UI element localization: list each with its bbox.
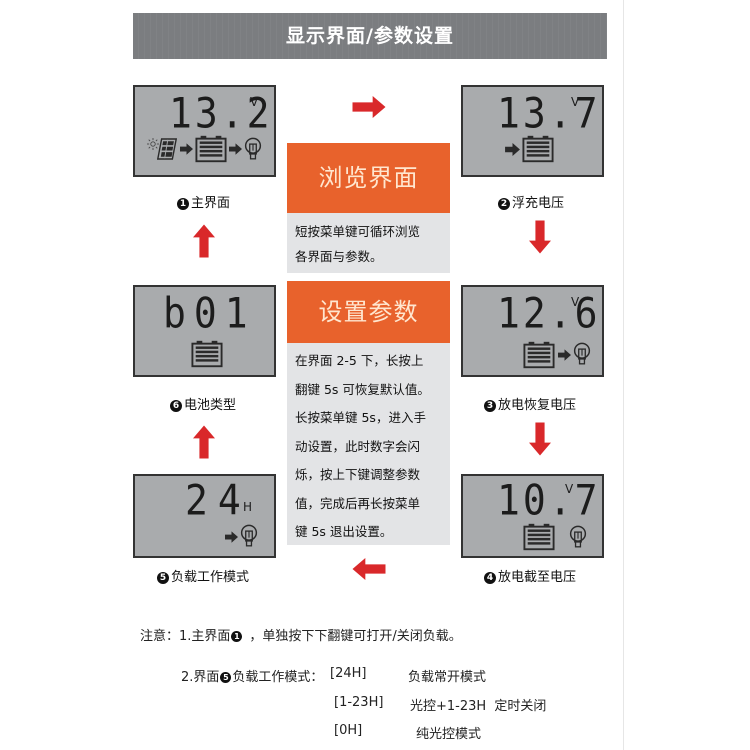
- mode-description: 纯光控模式: [416, 727, 482, 742]
- arrow-right-icon: [558, 349, 571, 361]
- settings-line: 键 5s 退出设置。: [295, 524, 393, 539]
- flow-arrow-up-icon: [193, 425, 215, 459]
- bulb-icon: [573, 342, 591, 366]
- step-number-badge: 1: [231, 631, 243, 642]
- voltage-value: 12.6: [497, 288, 601, 338]
- hours-value: 24: [185, 475, 251, 525]
- unit-label: V: [565, 482, 574, 496]
- bulb-icon: [240, 524, 258, 548]
- flow-arrow-left-icon: [352, 558, 386, 580]
- mode-code: [24H]: [330, 666, 367, 681]
- page-title: 显示界面/参数设置: [133, 13, 607, 59]
- note-text: 注意：1.主界面: [140, 629, 231, 644]
- note-text: 2.界面: [181, 670, 220, 685]
- battery-icon: [522, 134, 554, 164]
- bulb-icon: [569, 525, 587, 549]
- unit-label: V: [571, 95, 580, 109]
- arrow-right-icon: [505, 143, 520, 156]
- note-text: 负载工作模式：: [232, 670, 324, 685]
- lcd-screen-float-voltage: 13.7 V: [461, 85, 604, 177]
- mode-description: 光控+1-23H 定时关闭: [410, 699, 547, 714]
- mode-code: [1-23H]: [334, 695, 384, 710]
- flow-arrow-up-icon: [193, 224, 215, 258]
- lcd-screen-load-mode: 24 H: [133, 474, 276, 558]
- browse-description: 短按菜单键可循环浏览 各界面与参数。: [287, 213, 450, 273]
- unit-label: V: [571, 295, 580, 309]
- step-number-badge: 5: [157, 572, 169, 584]
- settings-heading: 设置参数: [287, 281, 450, 343]
- browse-heading: 浏览界面: [287, 143, 450, 213]
- lcd-screen-discharge-cutoff: 10.7 V: [461, 474, 604, 558]
- browse-line: 各界面与参数。: [295, 249, 383, 264]
- voltage-value: 13.2: [169, 88, 273, 138]
- battery-icon: [523, 340, 555, 370]
- mode-code: [0H]: [334, 723, 363, 738]
- step-number-badge: 6: [170, 400, 182, 412]
- caption-text: 放电恢复电压: [498, 398, 577, 413]
- flow-arrow-right-icon: [352, 96, 386, 118]
- unit-label: V: [250, 95, 259, 109]
- flow-arrow-down-icon: [529, 422, 551, 456]
- lcd-screen-discharge-recovery: 12.6 V: [461, 285, 604, 377]
- settings-line: 烁，按上下键调整参数: [295, 467, 421, 482]
- lcd-screen-battery-type: b01: [133, 285, 276, 377]
- voltage-value: 10.7: [497, 475, 601, 525]
- voltage-value: 13.7: [497, 88, 601, 138]
- battery-icon: [523, 522, 555, 552]
- arrow-right-icon: [225, 531, 238, 543]
- caption-text: 浮充电压: [512, 196, 565, 211]
- caption-text: 负载工作模式: [171, 570, 250, 585]
- settings-line: 值，完成后再长按菜单: [295, 495, 421, 511]
- page-divider-line: [623, 0, 624, 750]
- arrow-right-icon: [229, 143, 242, 155]
- battery-icon: [191, 339, 223, 369]
- solar-panel-icon: [157, 137, 177, 161]
- step-number-badge: 2: [498, 198, 510, 210]
- battery-type-value: b01: [163, 288, 256, 338]
- step-number-badge: 5: [220, 672, 232, 683]
- caption-text: 主界面: [191, 196, 231, 211]
- arrow-right-icon: [180, 143, 193, 155]
- caption-text: 电池类型: [184, 398, 237, 413]
- step-number-badge: 1: [177, 198, 189, 210]
- step-number-badge: 3: [484, 400, 496, 412]
- settings-line: 在界面 2-5 下，长按上: [295, 353, 424, 368]
- settings-line: 长按菜单键 5s，进入手: [295, 410, 426, 425]
- step-number-badge: 4: [484, 572, 496, 584]
- browse-line: 短按菜单键可循环浏览: [295, 224, 421, 239]
- bulb-icon: [244, 137, 262, 161]
- unit-label: H: [243, 500, 253, 514]
- flow-arrow-down-icon: [529, 220, 551, 254]
- settings-line: 翻键 5s 可恢复默认值。: [295, 381, 430, 397]
- caption-text: 放电截至电压: [498, 570, 577, 585]
- settings-line: 动设置，此时数字会闪: [295, 438, 421, 454]
- mode-description: 负载常开模式: [408, 670, 487, 685]
- note-text: ，单独按下下翻键可打开/关闭负载。: [249, 629, 462, 644]
- lcd-screen-main: 13.2 V: [133, 85, 276, 177]
- settings-description: 在界面 2-5 下，长按上 翻键 5s 可恢复默认值。 长按菜单键 5s，进入手…: [287, 343, 450, 545]
- battery-icon: [195, 134, 227, 164]
